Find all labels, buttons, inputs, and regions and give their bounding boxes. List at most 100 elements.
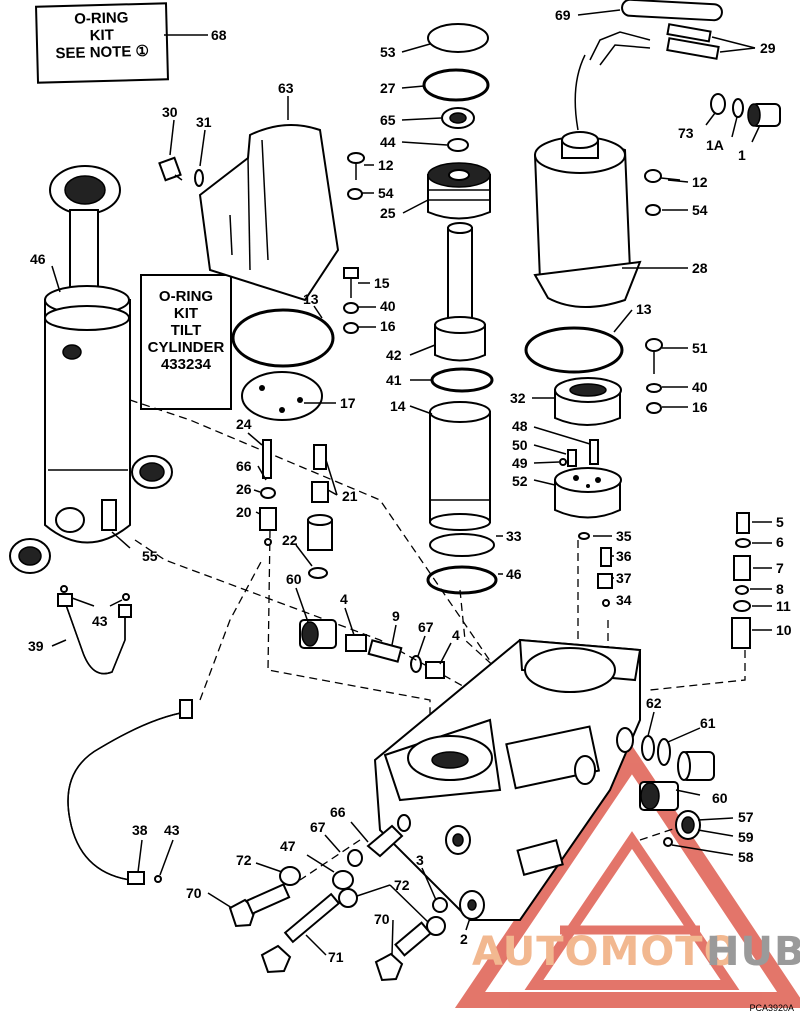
spring-4-right (425, 661, 445, 679)
callout-16-right: 16 (692, 399, 708, 415)
screw-12-center (347, 152, 365, 180)
o-ring-11 (733, 600, 751, 612)
tilt-kit-line4: CYLINDER (147, 339, 225, 356)
callout-labels: 68 69 29 53 27 65 44 12 54 25 73 1A 1 12… (28, 7, 792, 965)
callout-53: 53 (380, 44, 396, 60)
callout-10: 10 (776, 622, 792, 638)
callout-15: 15 (374, 275, 390, 291)
washer-72-bottom (426, 916, 446, 936)
valve-20 (259, 507, 277, 531)
pump-body-52 (554, 467, 622, 519)
ball-34 (602, 599, 610, 607)
callout-58: 58 (738, 849, 754, 865)
callout-70-left: 70 (186, 885, 202, 901)
screw-15 (343, 267, 359, 298)
o-ring-67-bottom (347, 849, 363, 867)
callout-29: 29 (760, 40, 776, 56)
callout-72-right: 72 (394, 877, 410, 893)
washer-40-left (343, 302, 359, 314)
o-ring-26 (260, 487, 276, 499)
screw-12-right (644, 169, 681, 183)
callout-30: 30 (162, 104, 178, 120)
callout-6: 6 (776, 534, 784, 550)
valve-60-right (639, 781, 679, 811)
seal-65 (441, 107, 475, 129)
callout-3: 3 (416, 852, 424, 868)
o-ring-53 (427, 23, 489, 53)
o-ring-47 (332, 870, 354, 890)
callout-34: 34 (616, 592, 632, 608)
callout-7: 7 (776, 560, 784, 576)
o-ring-13-left (231, 308, 335, 368)
gear-housing-32 (554, 377, 622, 426)
o-ring-61a (657, 738, 671, 766)
reservoir-cover (198, 124, 340, 302)
terminals-29 (589, 23, 720, 66)
callout-43-bottom: 43 (164, 822, 180, 838)
washer-40-right (646, 383, 662, 393)
callout-11: 11 (776, 598, 791, 614)
washer-72-left (279, 866, 301, 886)
callout-16-left: 16 (380, 318, 396, 334)
o-ring-62 (641, 735, 655, 761)
callout-4-right: 4 (452, 627, 460, 643)
cylinder-14 (429, 401, 491, 531)
fitting-10 (731, 617, 751, 649)
callout-54-center: 54 (378, 185, 394, 201)
wire-boot-69 (621, 0, 723, 22)
callout-32: 32 (510, 390, 526, 406)
callout-40-right: 40 (692, 379, 708, 395)
o-ring-33 (429, 533, 495, 557)
pin-48 (589, 439, 599, 465)
washer-54-center (347, 188, 363, 200)
callout-12-center: 12 (378, 157, 394, 173)
callout-54-right: 54 (692, 202, 708, 218)
ball-58 (663, 837, 673, 847)
callout-49: 49 (512, 455, 528, 471)
o-ring-43-top-b (122, 593, 130, 601)
washer-16-left (343, 322, 359, 334)
o-ring-43-bottom (154, 875, 162, 883)
bushing-55 (9, 455, 173, 574)
plate-17 (241, 371, 323, 421)
callout-42: 42 (386, 347, 402, 363)
callout-1a: 1A (706, 137, 724, 153)
seat-37 (597, 573, 613, 589)
callout-52: 52 (512, 473, 528, 489)
callout-70-right: 70 (374, 911, 390, 927)
callout-46-bottom: 46 (506, 566, 522, 582)
callout-46-top: 46 (30, 251, 46, 267)
callout-27: 27 (380, 80, 396, 96)
piston-25 (427, 162, 491, 220)
callout-20: 20 (236, 504, 252, 520)
plug-61 (677, 751, 715, 781)
callout-66-top: 66 (236, 458, 252, 474)
shaft-42 (434, 222, 486, 362)
screw-24 (262, 439, 272, 479)
callout-21: 21 (342, 488, 358, 504)
washer-16-right (646, 402, 662, 414)
callout-44: 44 (380, 134, 396, 150)
o-ring-43-top-a (60, 585, 68, 593)
callout-33: 33 (506, 528, 522, 544)
callout-14: 14 (390, 398, 406, 414)
callout-69: 69 (555, 7, 571, 23)
leader-lines (51, 9, 772, 956)
callout-9: 9 (392, 608, 400, 624)
callout-47: 47 (280, 838, 296, 854)
callout-67-top: 67 (418, 619, 434, 635)
screw-51 (645, 338, 663, 374)
callout-62: 62 (646, 695, 662, 711)
tilt-cylinder-kit-box: O-RING KIT TILT CYLINDER 433234 (140, 274, 232, 410)
callout-60-top: 60 (286, 571, 302, 587)
callout-8: 8 (776, 581, 784, 597)
watermark-brand-b: HUB (706, 929, 800, 975)
plug-7 (733, 555, 751, 581)
spring-36 (600, 547, 612, 567)
o-ring-1a (732, 98, 744, 118)
motor-28 (533, 54, 642, 308)
callout-36: 36 (616, 548, 632, 564)
bushing-2 (459, 890, 485, 920)
spring-21 (313, 444, 327, 470)
